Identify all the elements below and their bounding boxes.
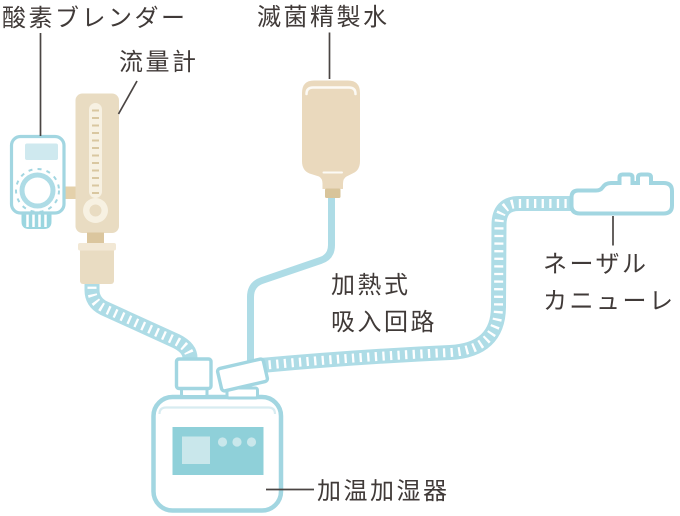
bottle-top-highlight [305,86,357,96]
label-heated-circuit-line1: 加熱式 [331,271,411,299]
flowmeter-to-humidifier-tube [84,279,198,369]
blender-dial-knob [19,172,56,209]
nasal-cannula [569,172,674,216]
flowmeter-float-center [89,204,102,217]
label-flow-meter: 流量計 [119,48,199,76]
leader-flow-meter [117,80,138,115]
humidifier-inlet-connector [174,357,213,391]
label-nasal-cannula: ネーザル カニューレ [543,246,676,320]
humidifier-button-3 [246,437,257,447]
leader-lines [39,32,614,491]
flowmeter-adapter-lip [78,243,116,251]
blender-outlet-tab [62,186,78,199]
oxygen-blender [9,134,66,229]
blender-display [25,143,58,160]
flowmeter-adapter-block [80,246,114,284]
heated-circuit-tube [260,196,577,373]
label-sterile-water: 滅菌精製水 [257,3,390,31]
label-nasal-cannula-line2: カニューレ [543,287,676,315]
blender-dial-markings [15,168,60,213]
humidifier-button-2 [232,437,242,447]
humidifier-display [182,436,210,464]
humidifier-water-line [158,406,277,415]
humidifier-outlet-connector [215,357,270,393]
label-nasal-cannula-line1: ネーザル [543,250,649,278]
sterile-water-bottle [302,80,360,198]
humidifier-button-1 [217,437,228,447]
bottle-body [302,80,360,189]
flow-meter [75,93,119,284]
label-humidifier: 加温加湿器 [317,477,450,505]
label-oxygen-blender: 酸素ブレンダー [2,4,188,32]
flowmeter-scale-ticks [92,109,99,194]
label-heated-circuit: 加熱式 吸入回路 [331,267,437,341]
blender-base [21,212,52,229]
humidifier [151,357,284,513]
bottle-cap [325,188,341,198]
flowmeter-outlet-connector [87,232,104,244]
flowmeter-sight-tube [89,103,102,198]
label-heated-circuit-line2: 吸入回路 [331,308,437,336]
water-supply-tube [247,195,335,366]
blender-base-slats [26,213,47,227]
